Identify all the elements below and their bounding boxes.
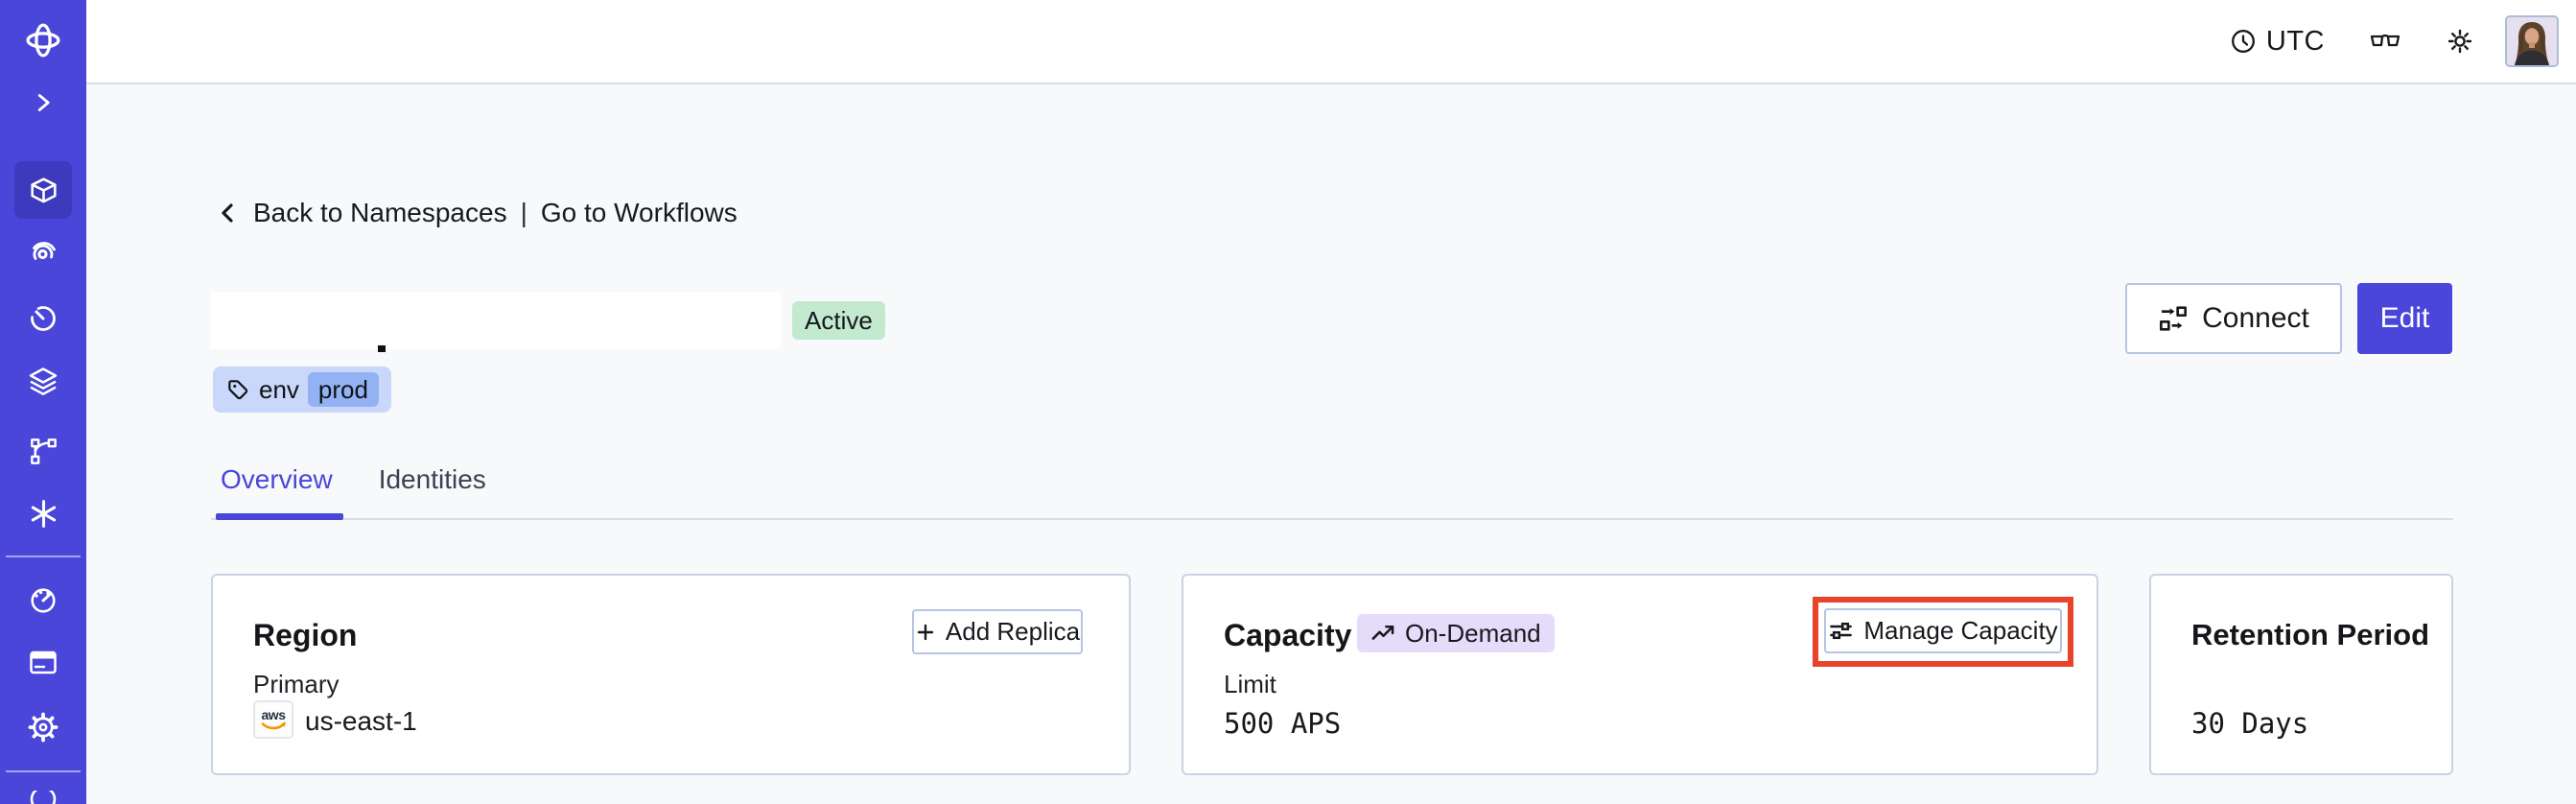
aws-logo-text: aws [262,707,287,722]
sidebar-item-namespaces-cube-icon[interactable] [0,173,86,207]
edit-button-label: Edit [2379,302,2430,334]
theme-sun-icon[interactable] [2446,27,2474,56]
manage-capacity-button[interactable]: Manage Capacity [1824,608,2062,653]
tab-bar: Overview Identities [221,464,486,512]
region-primary-label: Primary [253,670,340,698]
capacity-value: 500 APS [1224,707,1342,740]
sidebar-item-batch-layers-icon[interactable] [0,364,86,398]
sidebar-expand-chevron-right-icon[interactable] [0,85,86,120]
redaction-artifact [378,345,386,352]
namespace-title-redacted [210,292,781,349]
sidebar-item-workflows-spiral-icon[interactable] [0,236,86,271]
region-card: Region Add Replica Primary aws us-east-1 [211,574,1131,775]
capacity-card-title: Capacity [1224,618,1352,652]
trending-up-icon [1370,621,1396,647]
avatar[interactable] [2505,15,2559,67]
sidebar-item-schedules-timer-icon[interactable] [0,300,86,335]
on-demand-badge-label: On-Demand [1405,618,1541,648]
breadcrumb: Back to Namespaces | Go to Workflows [215,198,738,228]
retention-card: Retention Period 30 Days [2149,574,2453,775]
breadcrumb-back-to-namespaces[interactable]: Back to Namespaces [253,198,507,227]
region-value: us-east-1 [305,706,417,736]
active-tab-underline [216,513,343,520]
chevron-left-icon[interactable] [215,200,240,226]
region-card-title: Region [253,618,358,652]
temporal-logo-icon[interactable] [0,19,86,61]
add-replica-button[interactable]: Add Replica [912,609,1083,654]
connect-button-label: Connect [2202,302,2309,334]
timezone-selector[interactable]: UTC [2230,26,2325,58]
aws-logo-icon: aws [253,700,293,739]
sidebar-divider [6,770,81,772]
tab-identities[interactable]: Identities [378,464,486,494]
edit-button[interactable]: Edit [2357,283,2452,354]
sidebar-item-deployments-branch-icon[interactable] [0,434,86,468]
clock-icon [2230,28,2257,55]
sidebar-item-profile-partial-icon[interactable] [0,791,86,804]
namespace-tag-chip: env prod [213,367,391,413]
sidebar-item-nexus-asterisk-icon[interactable] [0,496,86,531]
add-replica-label: Add Replica [945,617,1081,646]
retention-card-title: Retention Period [2191,618,2430,651]
sidebar-divider [6,556,81,557]
sidebar-item-settings-gear-icon[interactable] [0,709,86,745]
manage-capacity-label: Manage Capacity [1863,616,2058,645]
tag-value: prod [307,372,379,407]
sidebar [0,0,86,804]
tab-bar-border [211,518,2453,520]
connect-button[interactable]: Connect [2125,283,2342,354]
retention-value: 30 Days [2191,707,2309,740]
sliders-icon [1828,618,1854,644]
sidebar-item-billing-card-icon[interactable] [0,645,86,679]
labs-glasses-icon[interactable] [2369,29,2401,54]
connect-flow-icon [2158,303,2189,334]
breadcrumb-go-to-workflows[interactable]: Go to Workflows [540,198,738,227]
timezone-label: UTC [2265,25,2325,57]
tag-icon [225,377,250,402]
tab-overview[interactable]: Overview [221,464,333,494]
topbar: UTC [86,0,2576,84]
tag-key: env [259,374,299,404]
plus-icon [915,622,936,643]
sidebar-item-usage-gauge-icon[interactable] [0,582,86,617]
on-demand-badge: On-Demand [1357,614,1555,652]
capacity-card: Capacity On-Demand Manage Capacity Limit… [1182,574,2098,775]
breadcrumb-separator: | [520,198,527,227]
status-badge: Active [792,301,885,340]
capacity-limit-label: Limit [1224,670,1276,698]
